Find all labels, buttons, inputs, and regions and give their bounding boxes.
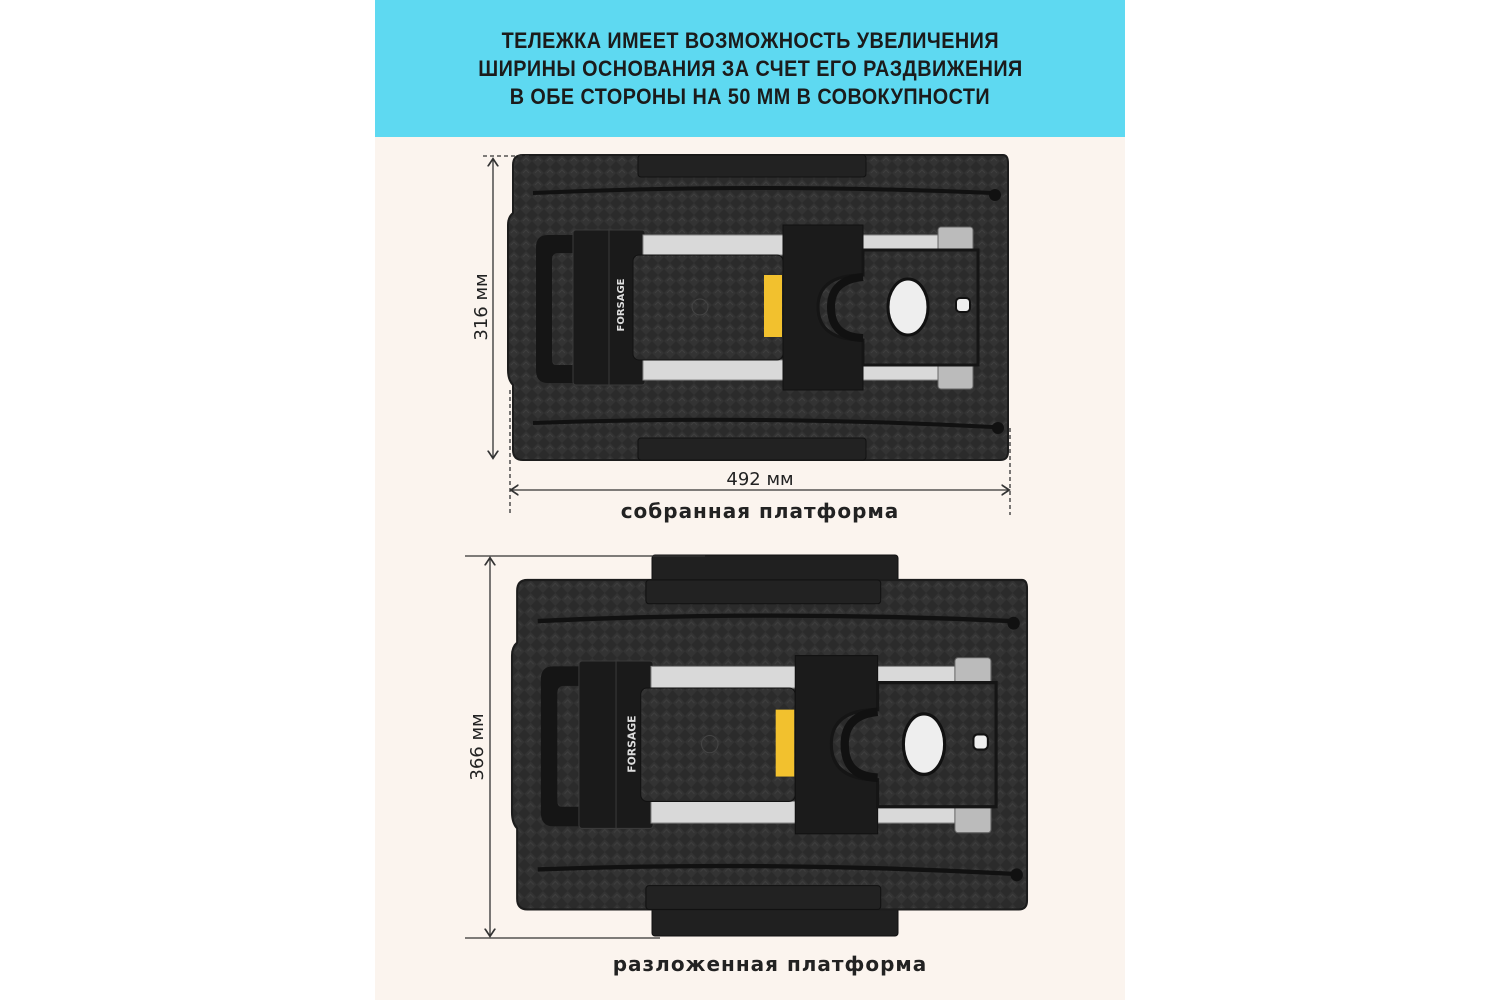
assembled-caption: собранная платформа (621, 499, 900, 523)
headline-line-3: В ОБЕ СТОРОНЫ НА 50 ММ В СОВОКУПНОСТИ (509, 83, 991, 109)
expanded-dimensions (465, 555, 705, 939)
expanded-caption: разложенная платформа (613, 952, 928, 976)
assembled-height-label: 316 мм (471, 273, 492, 340)
assembled-width-label: 492 мм (726, 469, 793, 490)
expanded-height-label: 366 мм (467, 713, 488, 780)
expanded-trolley-image: FORSAGE (512, 554, 1027, 937)
headline-line-1: ТЕЛЕЖКА ИМЕЕТ ВОЗМОЖНОСТЬ УВЕЛИЧЕНИЯ (501, 27, 999, 53)
brand-logo: FORSAGE (616, 278, 627, 331)
svg-text:FORSAGE: FORSAGE (627, 716, 639, 773)
headline-banner: ТЕЛЕЖКА ИМЕЕТ ВОЗМОЖНОСТЬ УВЕЛИЧЕНИЯ ШИР… (375, 0, 1125, 137)
assembled-trolley-image: FORSAGE (508, 155, 1008, 460)
assembled-dimensions (483, 155, 1010, 515)
headline-line-2: ШИРИНЫ ОСНОВАНИЯ ЗА СЧЕТ ЕГО РАЗДВИЖЕНИЯ (477, 55, 1023, 81)
